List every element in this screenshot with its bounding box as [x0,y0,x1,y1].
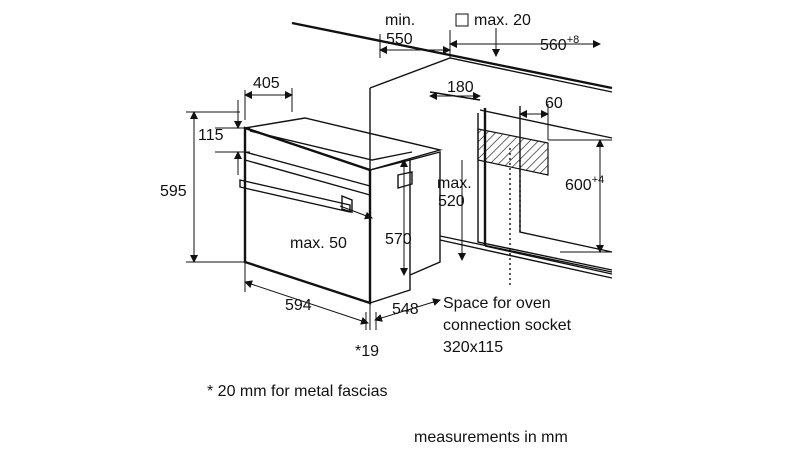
oven-top [244,117,443,171]
label-min: min. [385,12,415,29]
socket-space-hatch [477,128,549,176]
door-top-line [244,159,371,196]
label-max50: max. 50 [290,235,347,252]
label-595: 595 [160,183,187,200]
label-560: 560+8 [540,34,579,54]
dim-line-594 [244,280,369,325]
socket-note-line2: connection socket [443,317,572,334]
label-520: 520 [438,193,465,210]
handle-end [341,194,353,213]
worktop-back-edge [291,21,613,90]
max20-symbol [455,13,469,27]
units-note: measurements in mm [414,429,568,446]
control-strip-line [244,151,371,187]
cabinet-niche [291,21,613,290]
label-600: 600+4 [565,174,604,194]
label-570: 570 [385,231,412,248]
dim-line-548 [374,298,441,322]
shelf-line-1 [439,235,613,273]
label-max: max. [437,175,472,192]
socket-note: Space for oven connection socket 320x115 [443,295,572,356]
oven-back [409,151,441,276]
label-550: 550 [386,31,413,48]
label-max20: max. 20 [474,12,531,29]
label-19: *19 [355,343,379,360]
label-548: 548 [392,301,419,318]
niche-floor-back [484,245,613,275]
footnote: * 20 mm for metal fascias [207,383,388,400]
oven-side [369,159,411,304]
oven-body [239,117,443,305]
dim-line-19 [365,312,377,330]
label-115: 115 [198,127,224,144]
label-180: 180 [447,79,474,96]
socket-note-line3: 320x115 [443,339,503,356]
oven-front [243,126,372,305]
rear-wall-top [479,109,613,139]
dim-line-max50 [339,205,373,220]
socket-note-line1: Space for oven [443,295,551,312]
oven-top-inner [249,130,413,161]
label-60: 60 [545,95,563,112]
label-405: 405 [253,75,280,92]
dimension-lines [186,13,612,330]
label-594: 594 [285,297,312,314]
dimension-labels: min. 550 max. 20 560+8 405 180 60 115 59… [160,12,604,360]
shelf-line-2 [439,239,613,279]
